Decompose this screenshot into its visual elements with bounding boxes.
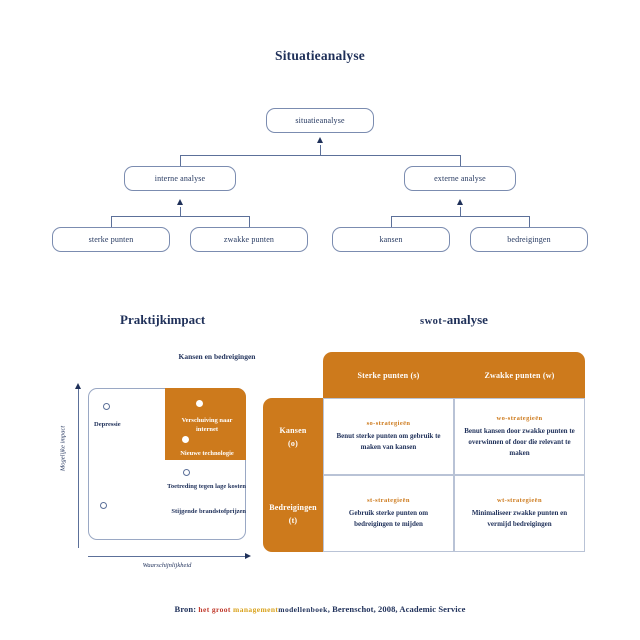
connector-drop-zwakke — [249, 216, 250, 227]
swot-cell-so[interactable]: so-strategieën Benut sterke punten om ge… — [323, 398, 454, 475]
swot-cell-kicker: st-strategieën — [367, 497, 410, 504]
y-axis-label: Mogelijke impact — [59, 425, 67, 472]
swot-title-rest: -analyse — [442, 312, 488, 327]
connector-root-stem — [320, 145, 321, 156]
source-prefix: Bron: — [174, 604, 197, 614]
source-rest: , Berenschot, 2008, Academic Service — [327, 604, 466, 614]
chart-title: Kansen en bedreigingen — [178, 352, 256, 361]
source-credit: Bron: het groot managementmodellenboek, … — [0, 604, 640, 614]
node-bedreigingen[interactable]: bedreigingen — [470, 227, 588, 252]
swot-row-header-line2: (t) — [288, 515, 298, 525]
arrow-to-interne — [176, 199, 183, 205]
swot-header-opportunities: Kansen (o) — [263, 398, 323, 475]
node-kansen[interactable]: kansen — [332, 227, 450, 252]
connector-drop-externe — [460, 155, 461, 166]
swot-cell-kicker: so-strategieën — [366, 420, 411, 427]
source-book-navy: modellenboek — [278, 605, 328, 614]
swot-row-header-line1: Kansen — [279, 425, 307, 435]
swot-cell-kicker: wo-strategieën — [496, 414, 543, 422]
source-book-red: het groot — [198, 605, 231, 614]
connector-drop-bedreigingen — [529, 216, 530, 227]
data-point-marker[interactable] — [196, 400, 203, 407]
swot-row-header-line1: Bedreigingen — [269, 502, 317, 512]
swot-cell-kicker: wt-strategieën — [497, 497, 542, 504]
swot-cell-text: Benut sterke punten om gebruik te maken … — [336, 432, 441, 451]
data-point-marker[interactable] — [100, 502, 107, 509]
x-axis-line — [88, 556, 246, 557]
section-title-swot-analyse: swot-analyse — [420, 312, 488, 328]
impact-probability-chart: Kansen en bedreigingen Waarschijnlijkhei… — [52, 350, 256, 575]
arrow-to-externe — [456, 199, 463, 205]
source-book-gold: management — [233, 605, 279, 614]
connector-drop-kansen — [391, 216, 392, 227]
swot-cell-wo[interactable]: wo-strategieën Benut kansen door zwakke … — [454, 398, 585, 475]
data-point-marker[interactable] — [183, 469, 190, 476]
data-point-marker[interactable] — [182, 436, 189, 443]
swot-smallcaps: swot — [420, 316, 443, 327]
data-point-label: Stijgende brandstofprijzen — [171, 508, 246, 515]
connector-externe-stem — [460, 207, 461, 216]
y-axis-line — [78, 388, 79, 548]
node-situatieanalyse[interactable]: situatieanalyse — [266, 108, 374, 133]
arrow-to-root — [316, 137, 323, 143]
highlight-quadrant — [165, 388, 246, 460]
swot-header-weaknesses: Zwakke punten (w) — [454, 352, 585, 398]
page-title: Situatieanalyse — [274, 48, 365, 63]
x-axis-label: Waarschijnlijkheid — [142, 562, 192, 569]
swot-cell-text: Gebruik sterke punten om bedreigingen te… — [348, 509, 429, 528]
data-point-marker[interactable] — [103, 403, 110, 410]
data-point-label: Verschuiving naar internet — [181, 417, 233, 433]
node-externe-analyse[interactable]: externe analyse — [404, 166, 516, 191]
connector-bus-interne — [111, 216, 249, 217]
data-point-label: Depressie — [94, 421, 121, 428]
swot-row-header-line2: (o) — [288, 438, 298, 448]
x-axis-arrowhead-icon — [245, 552, 251, 559]
swot-header-strengths: Sterke punten (s) — [323, 352, 454, 398]
node-interne-analyse[interactable]: interne analyse — [124, 166, 236, 191]
swot-matrix: Sterke punten (s) Zwakke punten (w) Kans… — [263, 352, 585, 552]
swot-cell-wt[interactable]: wt-strategieën Minimaliseer zwakke punte… — [454, 475, 585, 552]
node-zwakke-punten[interactable]: zwakke punten — [190, 227, 308, 252]
connector-drop-sterke — [111, 216, 112, 227]
node-sterke-punten[interactable]: sterke punten — [52, 227, 170, 252]
swot-cell-st[interactable]: st-strategieën Gebruik sterke punten om … — [323, 475, 454, 552]
section-title-praktijkimpact: Praktijkimpact — [120, 312, 206, 327]
swot-cell-text: Minimaliseer zwakke punten en vermijd be… — [471, 509, 568, 528]
swot-header-threats: Bedreigingen (t) — [263, 475, 323, 552]
connector-bus-level2 — [180, 155, 460, 156]
swot-cell-text: Benut kansen door zwakke punten te overw… — [464, 426, 575, 457]
y-axis-arrowhead-icon — [74, 383, 81, 389]
data-point-label: Toetreding tegen lage kosten — [167, 483, 246, 490]
connector-bus-externe — [391, 216, 529, 217]
connector-interne-stem — [180, 207, 181, 216]
connector-drop-interne — [180, 155, 181, 166]
data-point-label: Nieuwe technologie — [180, 450, 234, 457]
